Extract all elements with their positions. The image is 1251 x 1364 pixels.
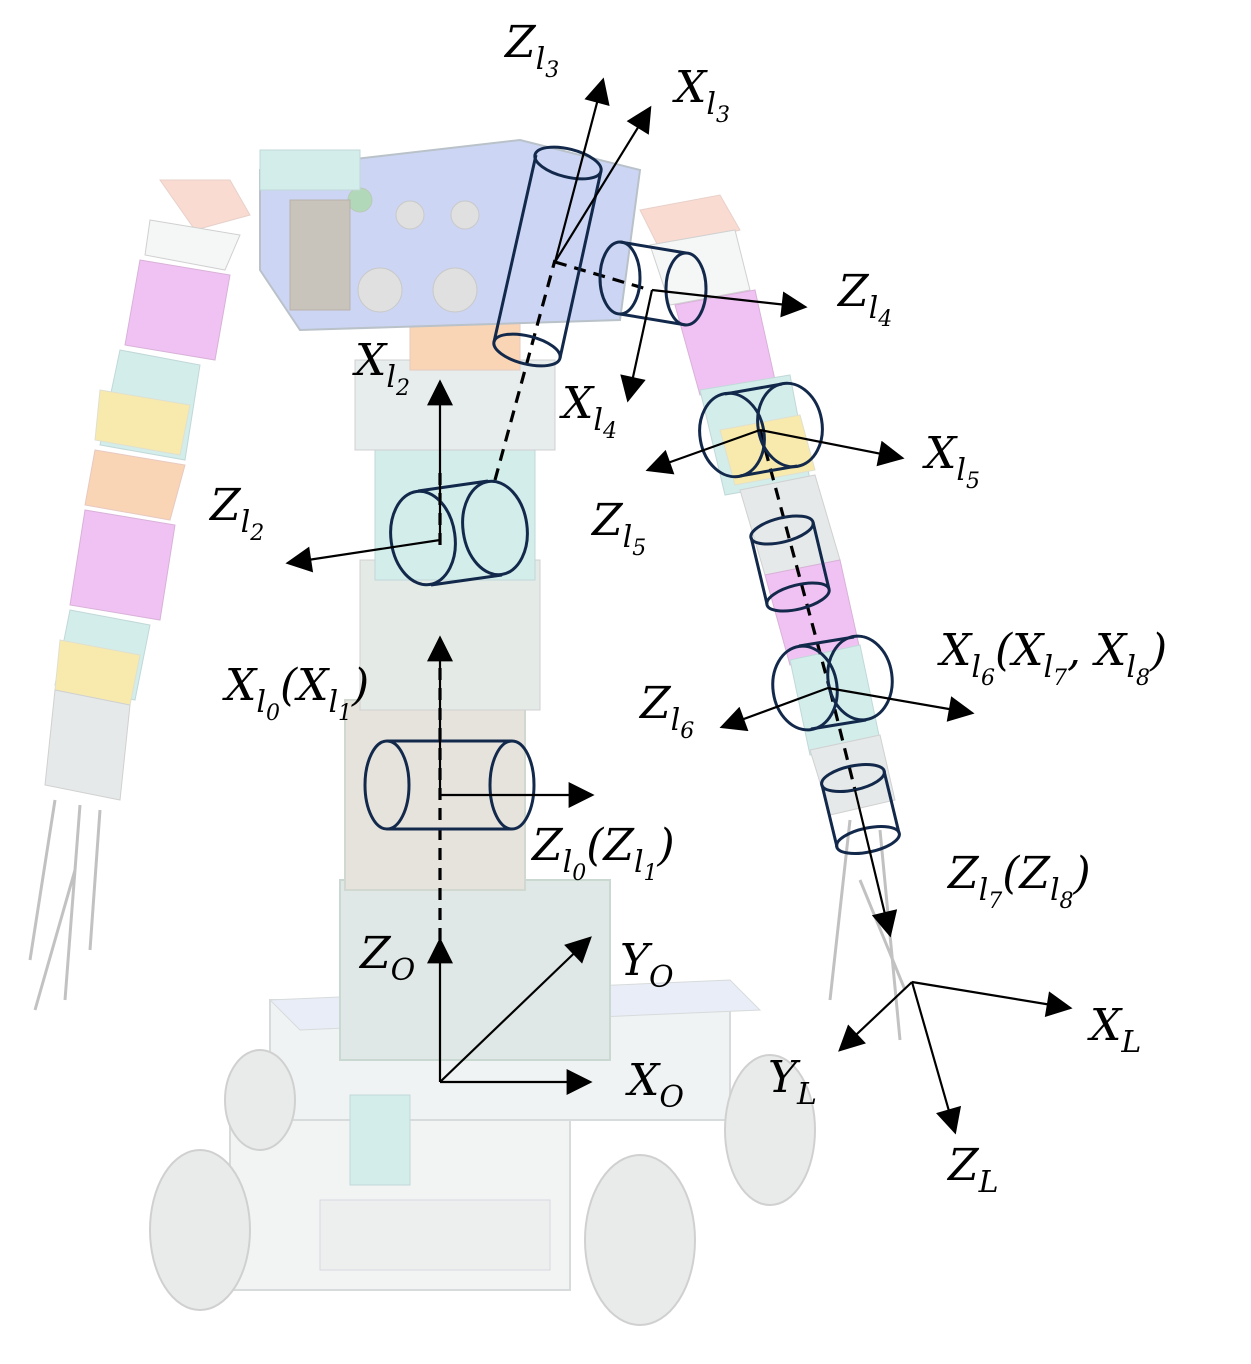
robot-illustration	[28, 138, 907, 1326]
axis-x-l-arrow	[911, 980, 1073, 1018]
axis-z-l3-arrow	[553, 77, 610, 263]
label-x-l4: Xl4	[559, 378, 617, 444]
label-z-o: ZO	[358, 928, 415, 988]
joint-l0-cylinder	[363, 739, 536, 831]
axis-z-l5-arrow	[645, 428, 761, 475]
joint-l2-cylinder	[389, 479, 529, 587]
chain-segment-upper-arm	[758, 429, 832, 691]
axis-y-o-arrow	[439, 936, 592, 1083]
axis-x-l6-arrow	[827, 686, 975, 722]
label-z-l0: Zl0(Zl1)	[530, 820, 675, 886]
axes	[285, 77, 1073, 1135]
label-z-l4: Zl4	[836, 266, 892, 332]
left-arm	[28, 179, 251, 1011]
label-y-o: YO	[620, 935, 674, 995]
label-z-l5: Zl5	[590, 495, 646, 561]
chain-segment-shoulder	[493, 259, 557, 481]
axis-y-l-arrow	[838, 981, 913, 1052]
label-z-l3: Zl3	[503, 17, 559, 83]
joint-l6-cylinder	[771, 634, 894, 732]
label-x-l: XL	[1087, 1000, 1141, 1060]
label-x-l6: Xl6(Xl7, Xl8)	[937, 625, 1167, 691]
label-x-l3: Xl3	[672, 62, 730, 128]
axis-z-l4-arrow	[651, 288, 808, 318]
link-cylinder	[749, 514, 831, 613]
wheels	[149, 1049, 816, 1326]
axis-x-l5-arrow	[759, 428, 905, 467]
chain-segment-shoulder-roll	[554, 260, 651, 292]
label-x-l2: Xl2	[352, 335, 410, 401]
label-z-l7: Zl7(Zl8)	[946, 848, 1091, 914]
axis-z-l2-arrow	[285, 538, 441, 573]
head	[259, 138, 642, 332]
label-z-l6: Zl6	[638, 678, 694, 744]
axis-z-l7-arrow	[853, 789, 898, 938]
label-y-l: YL	[768, 1052, 817, 1112]
axis-z-l-arrow	[910, 981, 962, 1135]
axis-x-l3-arrow	[554, 105, 652, 263]
joint-l4-cylinder	[598, 240, 708, 327]
label-x-l0: Xl0(Xl1)	[222, 660, 369, 726]
mobile-base	[229, 979, 762, 1291]
axis-x-l4-arrow	[620, 289, 654, 403]
label-x-o: XO	[625, 1055, 684, 1115]
label-z-l: ZL	[946, 1140, 999, 1200]
chain-segment-forearm	[828, 689, 857, 791]
label-z-l2: Zl2	[208, 480, 264, 546]
joint-cylinders	[363, 145, 901, 855]
label-x-l5: Xl5	[922, 428, 980, 494]
joint-l3-cylinder	[492, 145, 603, 368]
axis-z-l6-arrow	[719, 686, 829, 732]
axis-labels: Zl3 Xl3 Zl4 Xl4 Xl2 Xl5 Zl5 Zl2 Xl6(Xl7,…	[208, 17, 1167, 1200]
